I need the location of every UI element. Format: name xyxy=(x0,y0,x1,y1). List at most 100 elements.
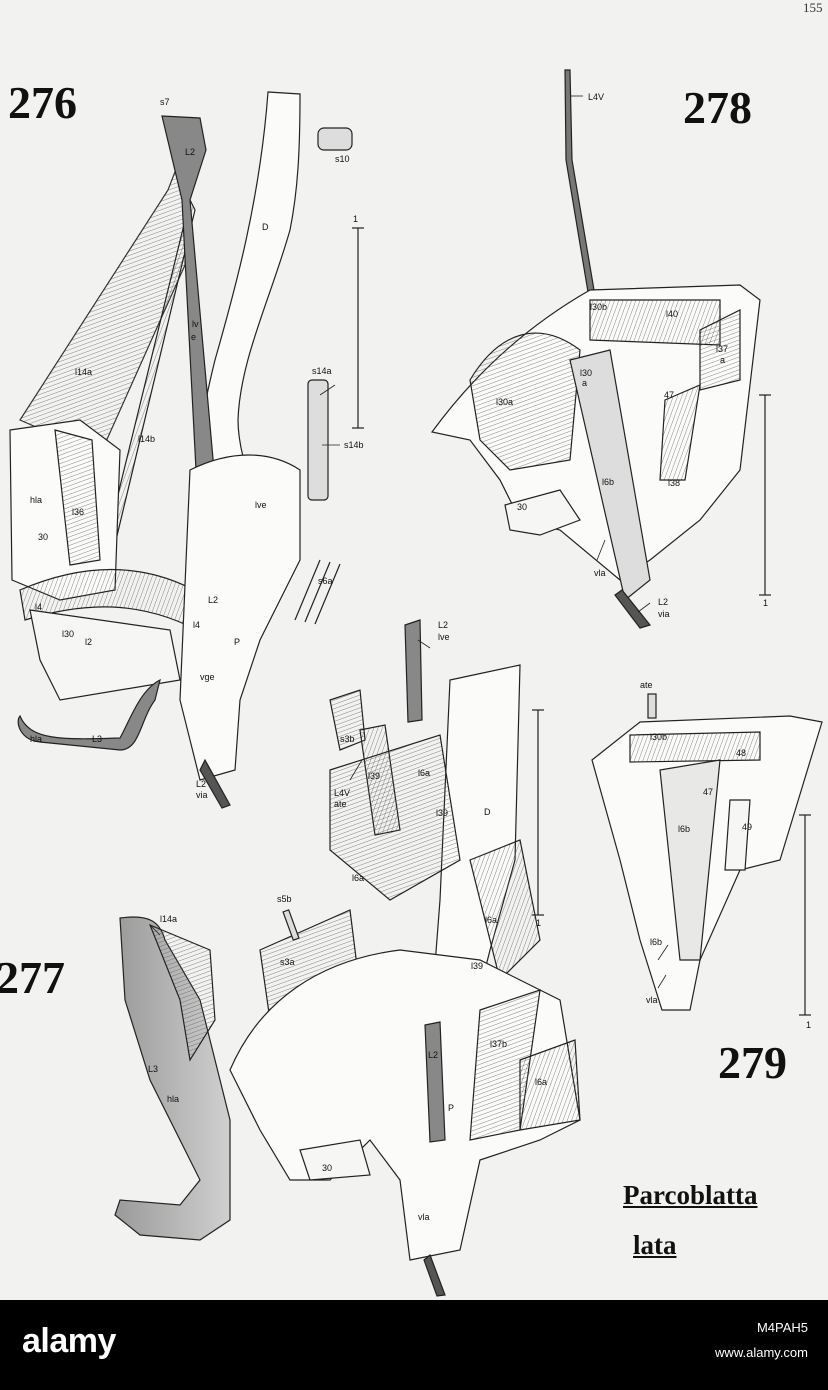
spine-via-278 xyxy=(614,589,652,629)
label-f278-3: l37 xyxy=(716,344,728,354)
label-f280-5: ate xyxy=(334,799,347,809)
label-f276-15: l4 xyxy=(35,602,42,612)
label-f278-13: L2 xyxy=(658,597,668,607)
figure-277-drawing xyxy=(114,916,231,1241)
label-f276-23: hla xyxy=(30,734,42,744)
watermark-footer xyxy=(0,1300,828,1390)
label-f279-1: l30b xyxy=(650,732,667,742)
label-f276-21: l2 xyxy=(85,637,92,647)
label-f276-16: l4 xyxy=(193,620,200,630)
label-f280-6: l6a xyxy=(418,768,430,778)
label-f280-18: l6a xyxy=(535,1077,547,1087)
label-f280-0: L2 xyxy=(438,620,448,630)
label-f280-8: D xyxy=(484,807,491,817)
muscle-l6b-278 xyxy=(569,349,651,602)
muscle-l36 xyxy=(54,429,101,566)
label-f279-7: vla xyxy=(646,995,658,1005)
label-f280-13: l39 xyxy=(471,961,483,971)
anatomical-drawings: s7L2s10D1lvel14as14al14bs14bhlal36lve30l… xyxy=(9,69,823,1297)
label-f280-17: P xyxy=(448,1103,454,1113)
sclerite-30-278 xyxy=(504,489,581,536)
muscle-l6b-279 xyxy=(659,759,721,961)
label-f276-13: lve xyxy=(255,500,267,510)
apodeme-l4v xyxy=(564,69,595,293)
label-f279-8: 1 xyxy=(806,1020,811,1030)
label-f276-20: l30 xyxy=(62,629,74,639)
muscle-l6a-lower xyxy=(519,1039,581,1131)
label-f280-19: 30 xyxy=(322,1163,332,1173)
spine-via-276 xyxy=(199,758,231,809)
label-f278-9: l6b xyxy=(602,477,614,487)
site-url: www.alamy.com xyxy=(715,1345,808,1360)
s5b-stub xyxy=(282,909,300,941)
label-f278-4: a xyxy=(720,355,725,365)
lever-l2-lve-top xyxy=(404,619,423,723)
label-f280-9: s5b xyxy=(277,894,292,904)
label-f280-12: s3a xyxy=(280,957,295,967)
muscle-l37a xyxy=(699,309,741,391)
label-f276-11: hla xyxy=(30,495,42,505)
scale-bars xyxy=(352,227,811,1016)
label-f279-3: 47 xyxy=(703,787,713,797)
muscle-l30a xyxy=(469,332,581,471)
figure-central-drawing xyxy=(229,619,581,1297)
label-f276-4: 1 xyxy=(353,214,358,224)
sclerite-30-central xyxy=(299,1139,371,1181)
label-f280-16: l37b xyxy=(490,1039,507,1049)
spine-vla-central xyxy=(423,1253,446,1297)
muscle-l6a-upper xyxy=(329,734,461,901)
label-f276-18: s6a xyxy=(318,576,333,586)
species-name-line2: lata xyxy=(633,1230,677,1260)
label-f276-12: l36 xyxy=(72,507,84,517)
label-f278-12: vla xyxy=(594,568,606,578)
leader-lines xyxy=(149,95,669,989)
figure-number-277: 277 xyxy=(0,952,65,1003)
label-f278-8: 47 xyxy=(664,390,674,400)
label-f278-2: l40 xyxy=(666,309,678,319)
sclerite-lve xyxy=(179,454,301,781)
label-f278-15: 1 xyxy=(763,598,768,608)
label-f280-2: s3b xyxy=(340,734,355,744)
label-f276-5: lv xyxy=(192,319,199,329)
label-f276-10: s14b xyxy=(344,440,364,450)
rod-49 xyxy=(724,799,751,871)
label-f277-0: l14a xyxy=(160,914,177,924)
figure-number-279: 279 xyxy=(718,1037,787,1088)
label-f276-17: L2 xyxy=(208,595,218,605)
label-f279-5: 49 xyxy=(742,822,752,832)
label-f276-24: L3 xyxy=(92,734,102,744)
label-f280-1: lve xyxy=(438,632,450,642)
label-f276-9: l14b xyxy=(138,434,155,444)
label-f276-19: P xyxy=(234,637,240,647)
label-f278-5: l30 xyxy=(580,368,592,378)
hook-l3-276 xyxy=(17,678,161,751)
image-id: M4PAH5 xyxy=(756,1320,808,1335)
label-f278-11: 30 xyxy=(517,502,527,512)
alamy-logo: alamy xyxy=(22,1322,116,1360)
figure-279-drawing xyxy=(591,693,823,1011)
label-f278-1: l30b xyxy=(590,302,607,312)
label-f276-2: s10 xyxy=(335,154,350,164)
label-f276-7: l14a xyxy=(75,367,92,377)
label-f279-2: 48 xyxy=(736,748,746,758)
page-number: 155 xyxy=(803,0,823,15)
label-f280-7: l39 xyxy=(436,808,448,818)
label-f277-1: L3 xyxy=(148,1064,158,1074)
label-f280-20: vla xyxy=(418,1212,430,1222)
label-f276-1: L2 xyxy=(185,147,195,157)
s6a-rods xyxy=(294,559,341,625)
label-f276-14: 30 xyxy=(38,532,48,542)
sclerite-30-276 xyxy=(29,609,181,701)
label-f280-3: l39 xyxy=(368,771,380,781)
label-f278-14: via xyxy=(658,609,670,619)
species-name-line1: Parcoblatta xyxy=(623,1180,758,1210)
lever-l2-central xyxy=(424,1021,446,1143)
muscle-l38 xyxy=(659,384,701,481)
label-f279-0: ate xyxy=(640,680,653,690)
label-f278-0: L4V xyxy=(588,92,604,102)
figure-number-278: 278 xyxy=(683,82,752,133)
